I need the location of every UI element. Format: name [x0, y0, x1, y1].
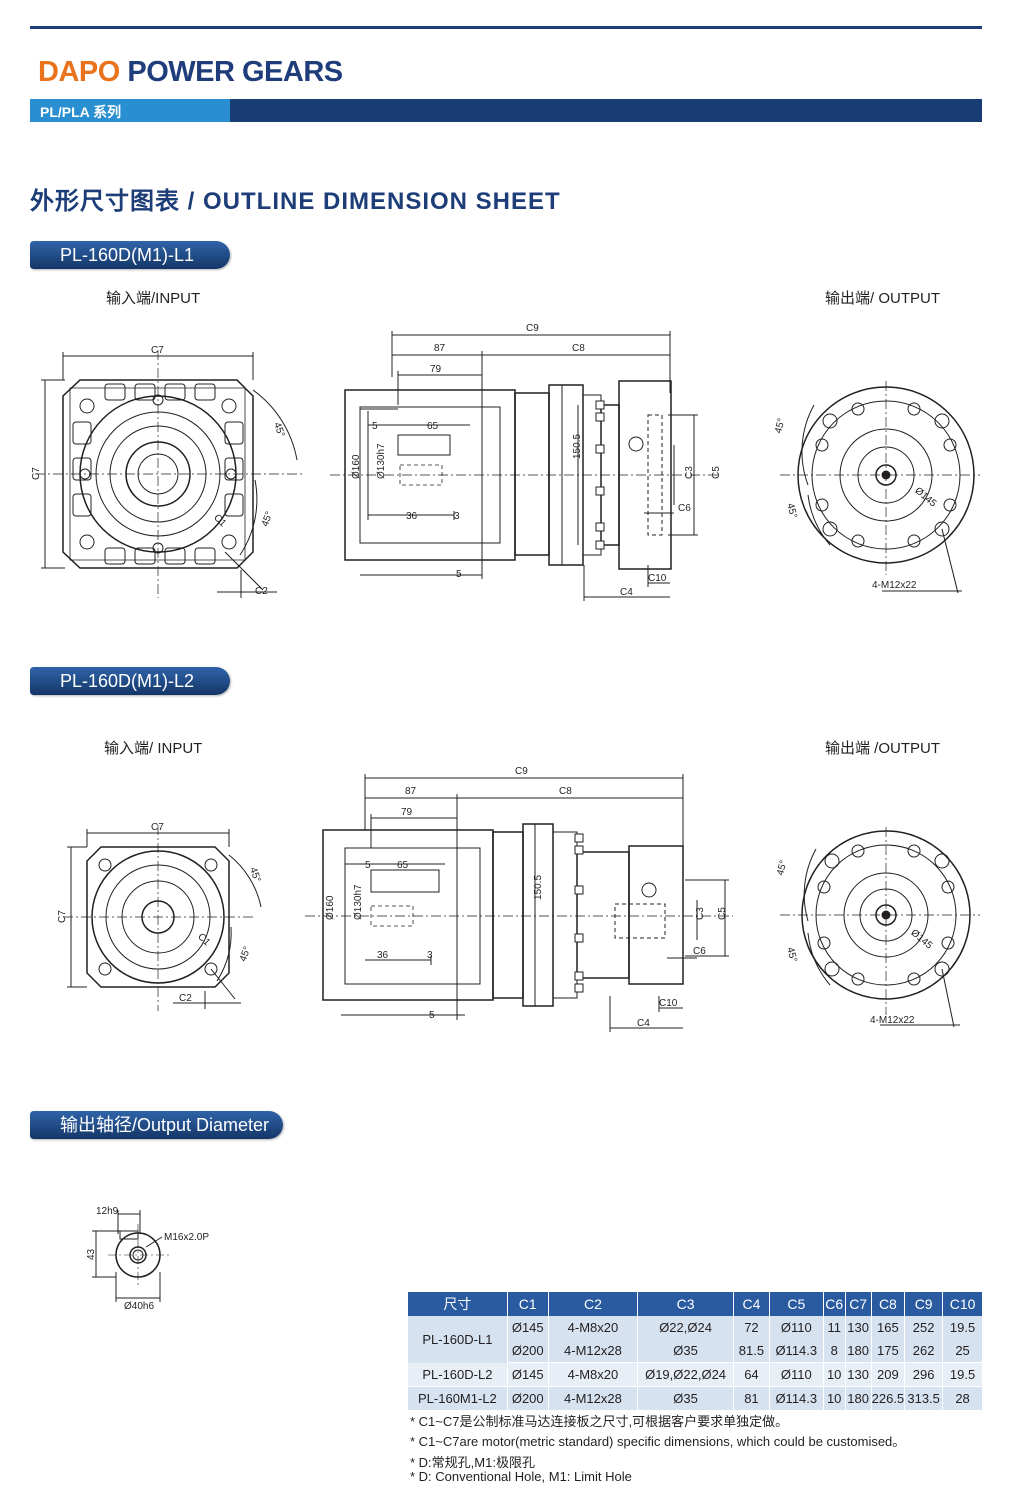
c5-label: C5 — [711, 466, 722, 479]
dim-150-l2: 150.5 — [533, 875, 544, 900]
dim-5: 5 — [372, 421, 378, 432]
output-flange-drawing-l1: 45° 45° Ø145 4-M12x22 — [773, 381, 980, 594]
dim-3: 3 — [454, 511, 460, 522]
angle-label-2: 45° — [260, 510, 276, 528]
c10-label-l2: C10 — [659, 998, 678, 1009]
dim-3-l2: 3 — [427, 950, 433, 961]
c9-label-l2: C9 — [515, 766, 528, 777]
angle-out-1: 45° — [773, 417, 788, 434]
output-flange-drawing-l2: 45° 45° Ø145 4-M12x22 — [775, 827, 980, 1028]
dim-5b-l2: 5 — [429, 1010, 435, 1021]
dim-36: 36 — [406, 511, 418, 522]
dim-87-l2: 87 — [405, 786, 417, 797]
dim-160-l2: Ø160 — [325, 895, 336, 920]
key-width-label: 12h9 — [96, 1206, 119, 1217]
header-cell: C4 — [733, 1292, 770, 1316]
brand-logo: DAPO POWER GEARS — [38, 56, 343, 88]
output-diameter-tag: 输出轴径/Output Diameter — [30, 1111, 283, 1139]
model-tag-l1: PL-160D(M1)-L1 — [30, 241, 230, 269]
output-label-l1: 输出端/ OUTPUT — [825, 290, 940, 307]
c9-label: C9 — [526, 323, 539, 334]
dim-65-l2: 65 — [397, 860, 409, 871]
key-height-label: 43 — [86, 1248, 97, 1260]
holes-label-l2: 4-M12x22 — [870, 1015, 915, 1026]
dim-79: 79 — [430, 364, 442, 375]
dim-36-l2: 36 — [377, 950, 389, 961]
shaft-diameter-label: Ø40h6 — [124, 1301, 154, 1310]
model-cell: PL-160D-L2 — [408, 1362, 508, 1387]
holes-label: 4-M12x22 — [872, 580, 917, 591]
c1-label-l2: C1 — [195, 931, 212, 948]
output-label-l2: 输出端 /OUTPUT — [825, 740, 940, 757]
model-tag-l2: PL-160D(M1)-L2 — [30, 667, 230, 695]
c4-label-l2: C4 — [637, 1018, 650, 1029]
angle-out-l2-2: 45° — [784, 946, 799, 963]
header-cell: C8 — [871, 1292, 906, 1316]
header-cell: C5 — [769, 1292, 824, 1316]
table-header-row: 尺寸 C1 C2 C3 C4 C5 C6 C7 C8 C9 C10 — [408, 1292, 983, 1316]
header-cell: C6 — [823, 1292, 846, 1316]
dim-65: 65 — [427, 421, 439, 432]
c8-label: C8 — [572, 343, 585, 354]
series-bar: PL/PLA 系列 — [30, 99, 982, 122]
c3-label: C3 — [684, 466, 695, 479]
dim-130: Ø130h7 — [376, 443, 387, 479]
dim-150: 150.5 — [572, 434, 583, 459]
side-view-drawing-l1: C9 87 C8 79 5 65 36 3 5 Ø160 Ø130h7 150.… — [330, 323, 722, 601]
c10-label: C10 — [648, 573, 667, 584]
input-flange-drawing-l2: C7 C7 45° 45° C1 C2 — [57, 822, 263, 1011]
angle-out-2: 45° — [784, 502, 799, 519]
note-4: * D: Conventional Hole, M1: Limit Hole — [410, 1469, 632, 1484]
dim-160: Ø160 — [351, 454, 362, 479]
header-cell: C7 — [845, 1292, 872, 1316]
angle-l2-2: 45° — [238, 945, 254, 963]
input-label-l1: 输入端/INPUT — [106, 290, 201, 307]
header-cell: C9 — [904, 1292, 944, 1316]
header-cell: C1 — [507, 1292, 549, 1316]
model-cell: PL-160D-L1 — [408, 1316, 508, 1363]
c6-label: C6 — [678, 503, 691, 514]
angle-l2-1: 45° — [247, 866, 263, 884]
c8-label-l2: C8 — [559, 786, 572, 797]
c2-label: C2 — [255, 586, 268, 597]
c7-label-v: C7 — [31, 467, 42, 480]
c7-label: C7 — [151, 345, 164, 356]
section-title: 外形尺寸图表 / OUTLINE DIMENSION SHEET — [30, 188, 561, 215]
angle-label: 45° — [271, 421, 287, 439]
header-cell: C3 — [637, 1292, 734, 1316]
dimension-table: 尺寸 C1 C2 C3 C4 C5 C6 C7 C8 C9 C10 PL-160… — [408, 1292, 983, 1410]
c6-label-l2: C6 — [693, 946, 706, 957]
pcd-label: Ø145 — [912, 485, 938, 509]
top-rule — [30, 26, 982, 29]
c7-label-l2v: C7 — [57, 910, 68, 923]
header-cell: C10 — [942, 1292, 983, 1316]
angle-out-l2-1: 45° — [775, 859, 790, 876]
dim-130-l2: Ø130h7 — [353, 884, 364, 920]
note-1: * C1~C7是公制标准马达连接板之尺寸,可根据客户要求单独定做。 — [410, 1414, 789, 1429]
note-2: * C1~C7are motor(metric standard) specif… — [410, 1434, 906, 1449]
input-label-l2: 输入端/ INPUT — [104, 740, 203, 757]
c2-label-l2: C2 — [179, 993, 192, 1004]
c7-label-l2: C7 — [151, 822, 164, 833]
dim-5b: 5 — [456, 569, 462, 580]
model-cell: PL-160M1-L2 — [408, 1386, 508, 1410]
output-shaft-drawing: 12h9 43 M16x2.0P Ø40h6 — [86, 1206, 209, 1310]
dim-79-l2: 79 — [401, 807, 413, 818]
input-flange-drawing-l1: C7 C7 45° 45° C1 C2 — [31, 345, 305, 598]
c4-label: C4 — [620, 587, 633, 598]
c5-label-l2: C5 — [717, 907, 728, 920]
side-view-drawing-l2: C9 87 C8 79 5 65 36 3 5 Ø160 Ø130h7 150.… — [305, 766, 733, 1032]
thread-label: M16x2.0P — [164, 1232, 209, 1243]
note-3: * D:常规孔,M1:极限孔 — [410, 1455, 535, 1470]
header-cell: 尺寸 — [408, 1292, 508, 1316]
series-label: PL/PLA 系列 — [40, 104, 122, 120]
c3-label-l2: C3 — [695, 907, 706, 920]
header-cell: C2 — [548, 1292, 639, 1316]
dim-5-l2: 5 — [365, 860, 371, 871]
dim-87: 87 — [434, 343, 446, 354]
